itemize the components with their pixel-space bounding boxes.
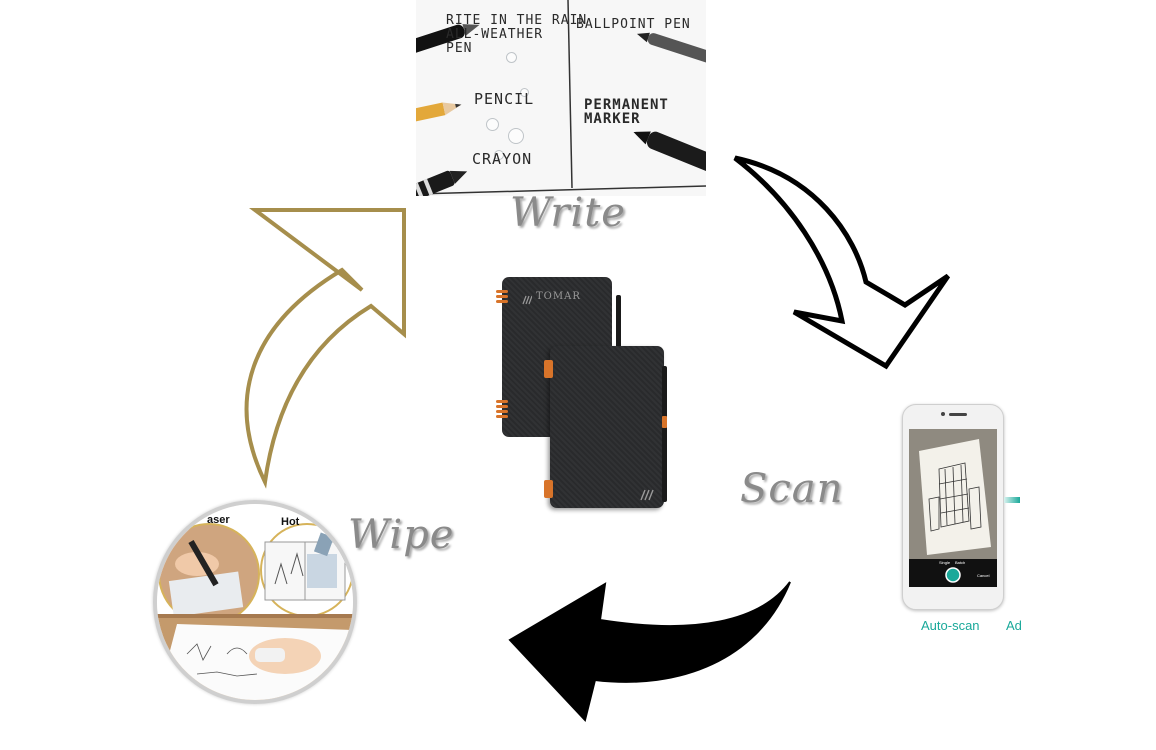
next-caption: Ad — [1006, 618, 1022, 633]
gold-up-arrow-icon — [244, 208, 406, 489]
water-drop — [486, 118, 499, 131]
mode-batch-tab[interactable]: Batch — [955, 560, 966, 565]
spiral-ring — [496, 405, 508, 408]
spiral-ring — [496, 290, 508, 293]
brand-logo-icon — [640, 486, 654, 501]
label-write: Write — [510, 190, 626, 236]
next-phone-edge — [1004, 497, 1020, 503]
black-left-arrow-icon — [508, 581, 791, 723]
notebooks-image: TOMAR — [494, 274, 674, 514]
notebook-brand: TOMAR — [536, 291, 581, 302]
notebook-pen — [662, 366, 667, 502]
wipe-label-right: Hot — [281, 516, 300, 528]
cancel-button[interactable]: Cancel — [977, 573, 990, 578]
pens-photo-art — [416, 0, 706, 196]
auto-scan-caption: Auto-scan — [921, 618, 980, 633]
phone-camera-icon — [941, 412, 945, 416]
pen-clip — [662, 416, 667, 428]
wipe-photo: aser Hot — [153, 500, 357, 704]
label-rite-in-the-rain: RITE IN THE RAIN ALL-WEATHER PEN — [446, 13, 588, 56]
phone-home-area — [937, 593, 969, 601]
white-down-arrow-icon — [733, 155, 951, 370]
phone-scan-image: Single Batch Cancel — [902, 404, 1004, 610]
label-ballpoint-pen: BALLPOINT PEN — [576, 17, 691, 32]
label-permanent-marker: PERMANENT MARKER — [584, 97, 669, 127]
water-drop — [494, 150, 504, 160]
label-pencil: PENCIL — [474, 90, 535, 108]
notebook-clip — [544, 480, 553, 498]
water-drop — [506, 52, 517, 63]
spiral-ring — [496, 410, 508, 413]
wipe-label-left: aser — [207, 514, 230, 526]
phone-screen: Single Batch Cancel — [909, 429, 997, 587]
notebook-clip — [544, 360, 553, 378]
scan-preview-art — [909, 429, 997, 587]
notebook-front — [544, 346, 667, 508]
mode-single-tab[interactable]: Single — [939, 560, 951, 565]
spiral-ring — [496, 400, 508, 403]
water-drop — [520, 88, 529, 97]
wipe-photo-art — [157, 504, 353, 700]
spiral-ring — [496, 300, 508, 303]
label-scan: Scan — [740, 466, 844, 512]
spiral-ring — [496, 415, 508, 418]
phone-speaker — [949, 413, 967, 416]
water-drop — [508, 128, 524, 144]
spiral-ring — [496, 295, 508, 298]
label-wipe: Wipe — [348, 512, 455, 558]
label-crayon: CRAYON — [472, 150, 533, 168]
pens-photo: RITE IN THE RAIN ALL-WEATHER PEN BALLPOI… — [416, 0, 706, 196]
brand-logo-icon — [522, 290, 533, 305]
